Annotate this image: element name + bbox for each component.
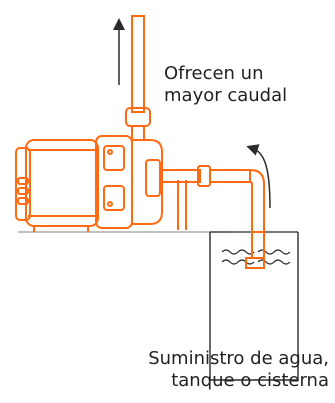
source-label: Suministro de agua, tanque o cisterna <box>148 348 329 392</box>
outlet-label: Ofrecen un mayor caudal <box>164 63 287 107</box>
outlet-pipe <box>125 15 151 140</box>
source-label-line1: Suministro de agua, <box>148 348 329 369</box>
outlet-label-line2: mayor caudal <box>164 85 288 106</box>
source-label-line2: tanque o cisterna <box>171 370 329 391</box>
suction-pipe <box>159 165 265 269</box>
curved-arrow-icon <box>246 144 271 209</box>
pump-motor <box>15 139 99 232</box>
outlet-label-line1: Ofrecen un <box>164 63 264 84</box>
